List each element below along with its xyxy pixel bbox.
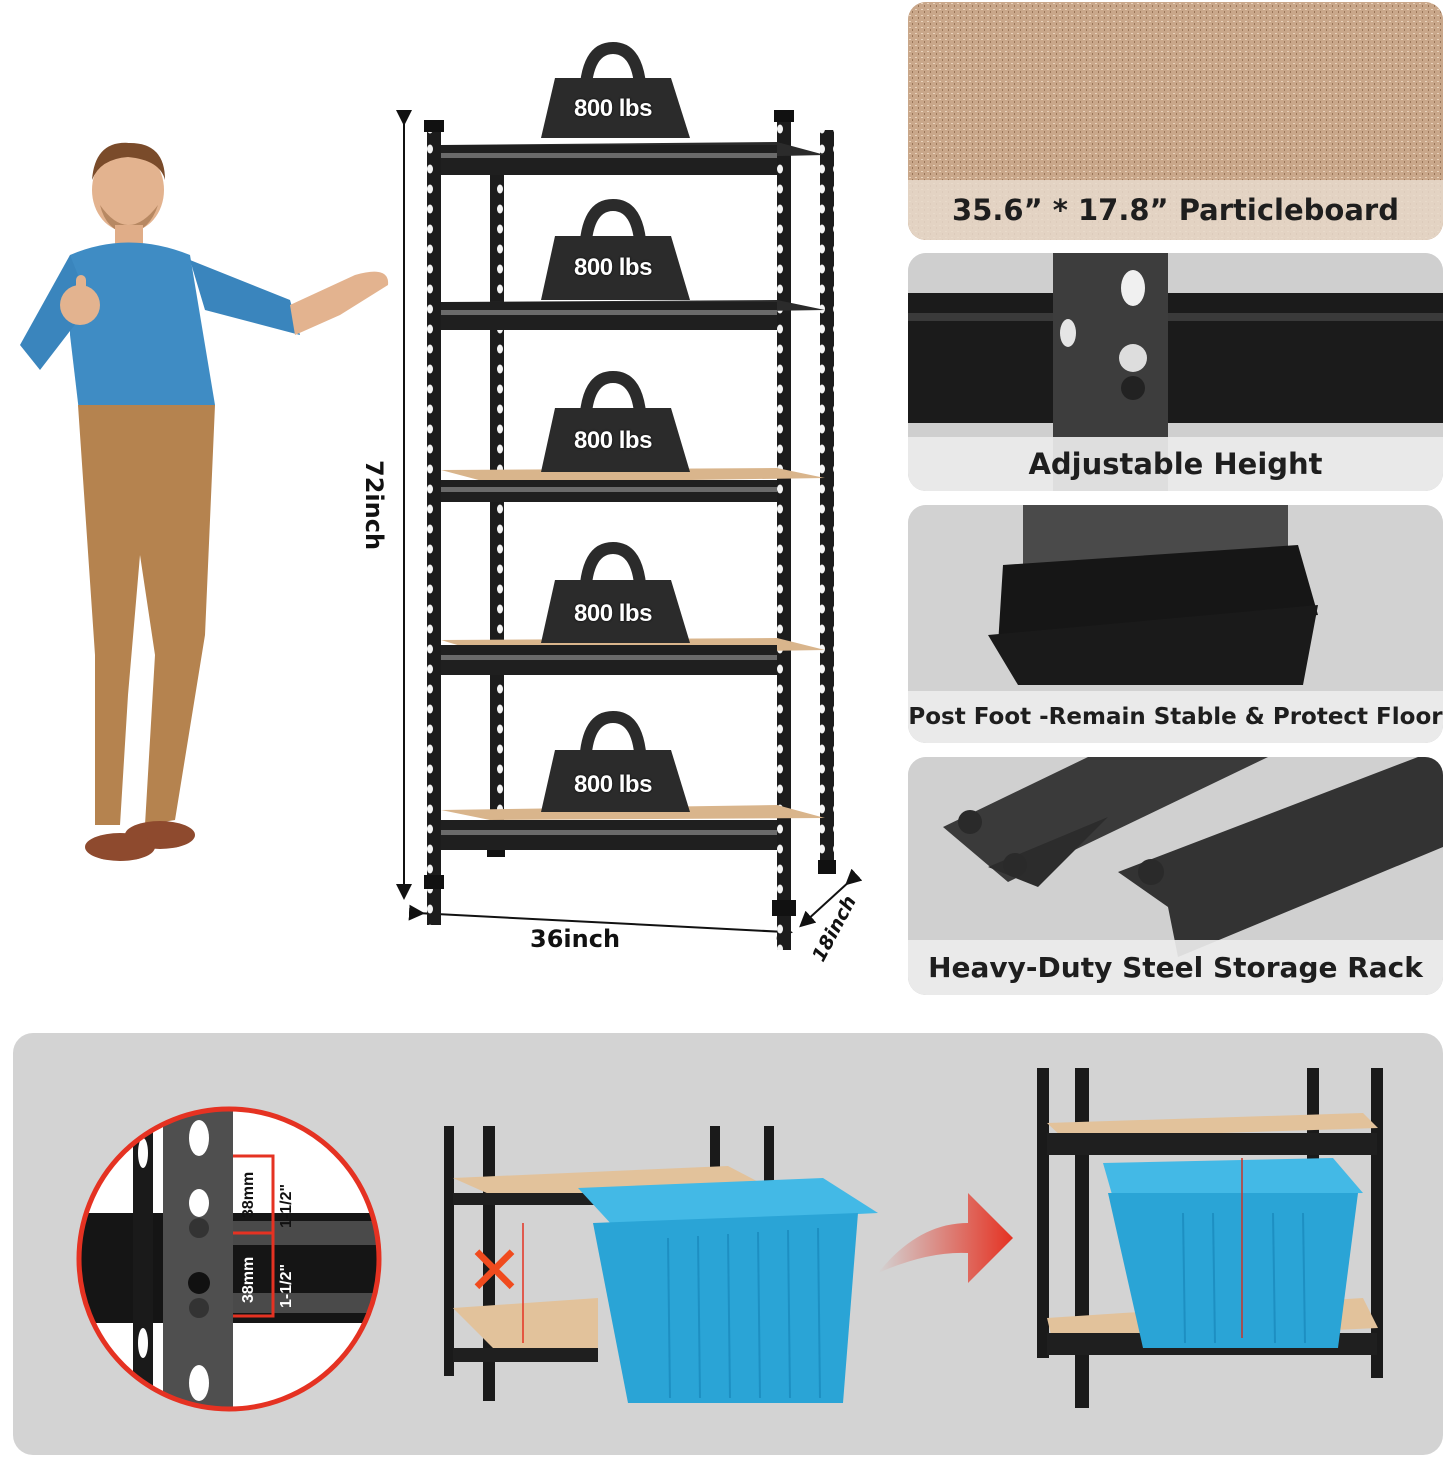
arrow-right-icon (878, 1193, 1013, 1283)
height-dimension-label: 72inch (360, 460, 388, 551)
adjustability-comparison-panel: 38mm 1-1/2" 38mm 1-1/2" ✕ (13, 1033, 1443, 1455)
shelf-load-label-3: 800 lbs (574, 427, 652, 454)
x-mark-icon: ✕ (466, 1232, 523, 1311)
shelf-load-label-2: 800 lbs (574, 254, 652, 281)
weight-icon-5 (541, 710, 690, 812)
feature-caption: Post Foot -Remain Stable & Protect Floor (908, 691, 1443, 743)
feature-caption: 35.6” * 17.8” Particleboard (908, 180, 1443, 240)
shelving-unit-illustration: 800 lbs 800 lbs 800 lbs 800 lbs 800 lbs (395, 40, 865, 970)
shelf-4 (441, 638, 825, 675)
after-bin-fits (1033, 1063, 1393, 1443)
lower-spacing-metric: 38mm (240, 1256, 257, 1303)
shelf-3 (441, 468, 825, 502)
feature-card-adjustable-height: Adjustable Height (908, 253, 1443, 491)
hole-spacing-magnifier: 38mm 1-1/2" 38mm 1-1/2" (73, 1103, 385, 1415)
feature-caption: Heavy-Duty Steel Storage Rack (908, 940, 1443, 995)
weight-icon-1 (541, 41, 690, 138)
shelf-5 (441, 805, 825, 850)
upper-spacing-imperial: 1-1/2" (278, 1183, 295, 1228)
feature-card-particleboard: 35.6” * 17.8” Particleboard (908, 2, 1443, 240)
shelf-1 (441, 142, 825, 175)
shelf-2 (441, 300, 825, 330)
lower-spacing-imperial: 1-1/2" (278, 1263, 295, 1308)
weight-icon-2 (541, 198, 690, 300)
weight-icon-3 (541, 370, 690, 472)
weight-icon-4 (541, 541, 690, 643)
feature-card-steel-rack: Heavy-Duty Steel Storage Rack (908, 757, 1443, 995)
shelf-load-label-1: 800 lbs (574, 95, 652, 122)
upper-spacing-metric: 38mm (240, 1171, 257, 1218)
shelf-load-label-4: 800 lbs (574, 600, 652, 627)
model-person-image (0, 135, 400, 895)
shelf-load-label-5: 800 lbs (574, 771, 652, 798)
dimension-lines (396, 110, 863, 940)
before-bin-too-tall: ✕ (438, 1118, 878, 1418)
feature-caption: Adjustable Height (908, 437, 1443, 491)
feature-card-post-foot: Post Foot -Remain Stable & Protect Floor (908, 505, 1443, 743)
width-dimension-label: 36inch (530, 925, 621, 953)
